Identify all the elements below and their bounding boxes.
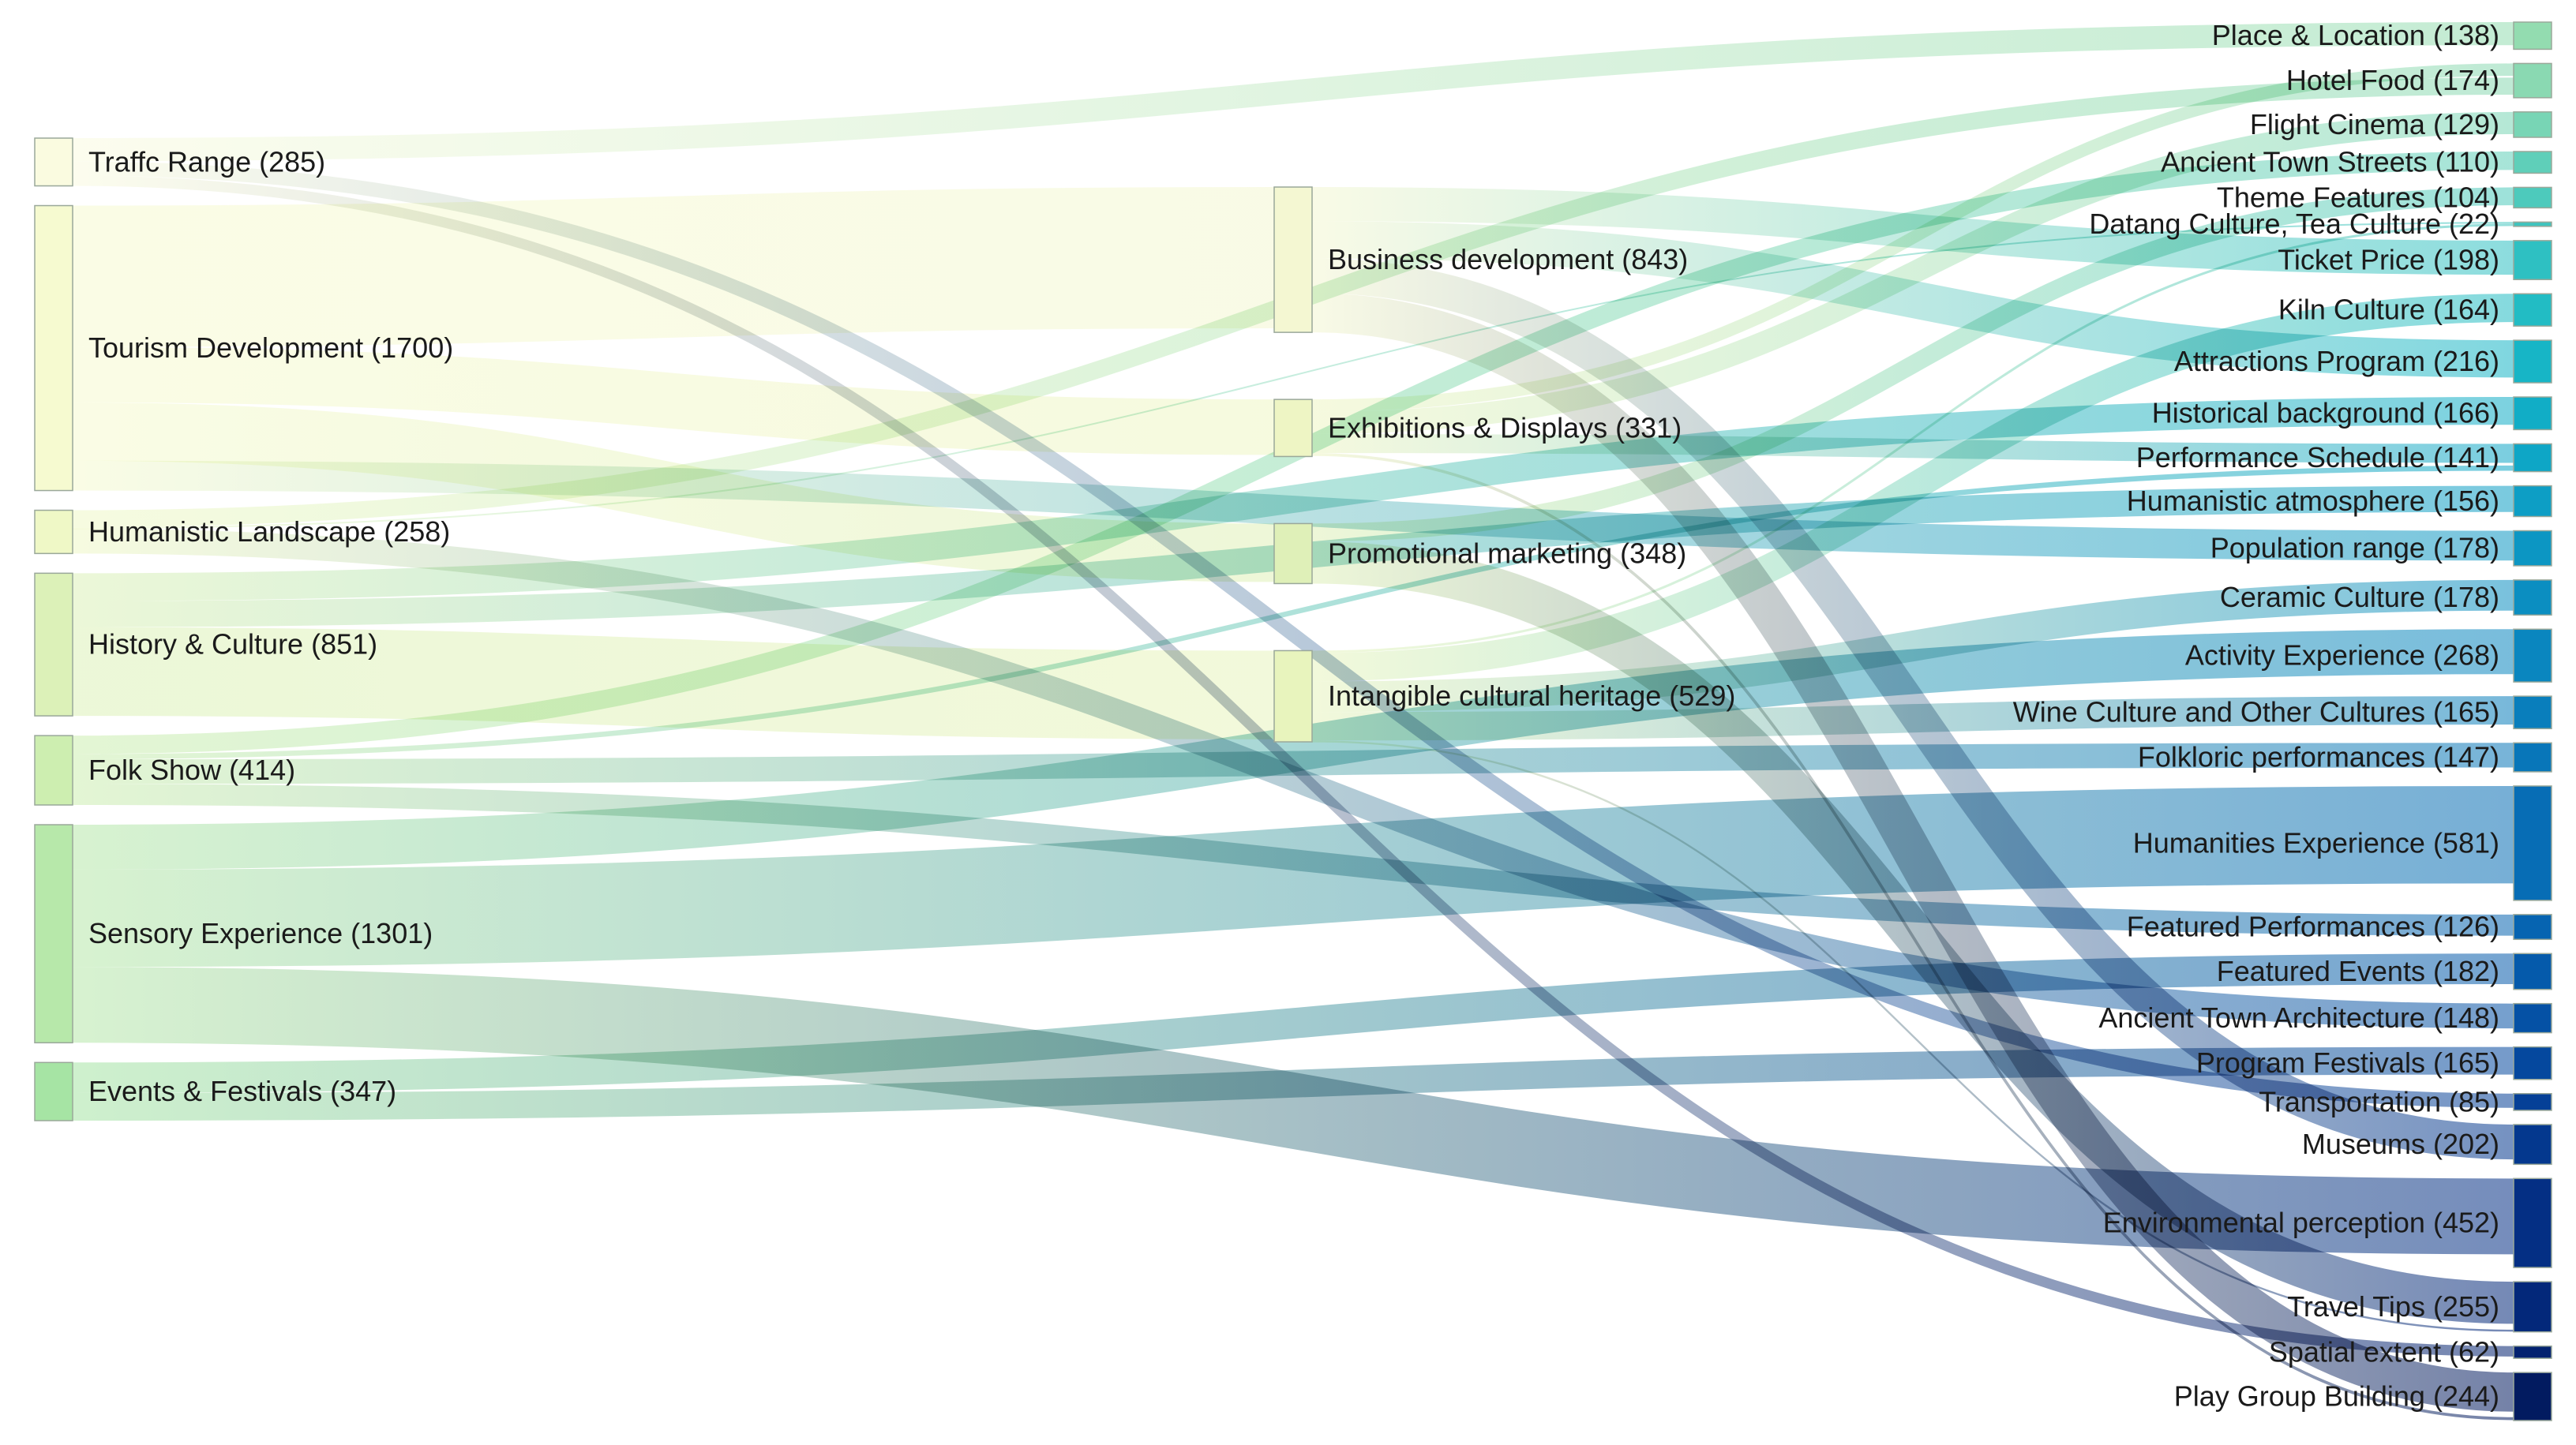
link-intangible-to-traveltips [1311,740,2514,1332]
link-traffic-to-place [72,22,2514,162]
link-promotional-to-theme [1311,187,2514,542]
node-history-culture [34,572,73,717]
node-label-featured-events: Featured Events (182) [2217,955,2499,987]
link-events-to-featuredevents [72,953,2514,1093]
node-ancient-town-streets [2513,151,2552,174]
node-label-sensory-experience: Sensory Experience (1301) [88,917,433,949]
node-label-environmental-perception: Environmental perception (452) [2103,1207,2499,1239]
node-play-group-building [2513,1372,2552,1421]
link-intangible-to-datang [1311,223,2514,653]
node-featured-performances [2513,914,2552,941]
link-tourism-to-business [72,187,1275,347]
node-promotional-marketing [1273,522,1313,585]
node-ceramic-culture [2513,579,2552,616]
node-program-festivals [2513,1046,2552,1080]
node-label-ancient-town-streets: Ancient Town Streets (110) [2161,146,2499,178]
node-traffc-range [34,137,73,187]
node-label-hotel-food: Hotel Food (174) [2286,64,2499,96]
node-theme-features [2513,186,2552,209]
link-exhibitions-to-hotel [1311,63,2514,412]
node-humanistic-atmosphere [2513,485,2552,518]
link-tourism-to-exhibitions [72,346,1275,455]
node-label-intangible-cultural-heritage: Intangible cultural heritage (529) [1328,679,1735,712]
link-intangible-to-wine [1311,696,2514,741]
link-promotional-to-traveltips [1311,541,2514,1324]
node-label-travel-tips: Travel Tips (255) [2287,1290,2499,1323]
node-events-festivals [34,1061,73,1121]
node-flight-cinema [2513,111,2552,138]
node-label-humanities-experience: Humanities Experience (581) [2133,826,2499,859]
link-exhibitions-to-flight [1311,111,2514,435]
link-sensory-to-environment [72,967,2514,1255]
node-historical-background [2513,396,2552,431]
sankey-nodes: Traffc Range (285) Tourism Development (1… [34,19,2552,1421]
link-sensory-to-activity [72,629,2514,870]
node-sensory-experience [34,824,73,1044]
node-transportation [2513,1093,2552,1111]
node-label-business-development: Business development (843) [1328,243,1688,275]
link-folk-to-performance [72,465,2514,760]
node-label-activity-experience: Activity Experience (268) [2185,639,2499,672]
node-label-tourism-development: Tourism Development (1700) [88,331,453,364]
node-wine-culture-and-other-cultures [2513,695,2552,730]
node-population-range [2513,530,2552,567]
node-label-attractions-program: Attractions Program (216) [2174,345,2499,377]
node-label-traffc-range: Traffc Range (285) [88,145,325,178]
node-performance-schedule [2513,443,2552,473]
node-ticket-price [2513,240,2552,280]
node-label-museums: Museums (202) [2302,1128,2499,1160]
link-intangible-to-ceramic [1311,579,2514,713]
node-label-spatial-extent: Spatial extent (62) [2269,1335,2499,1368]
node-label-flight-cinema: Flight Cinema (129) [2250,108,2499,140]
node-label-ancient-town-architecture: Ancient Town Architecture (148) [2098,1001,2499,1034]
node-label-place-location: Place & Location (138) [2212,19,2499,51]
node-folkloric-performances [2513,742,2552,773]
link-exhibitions-to-performance [1311,434,2514,463]
node-intangible-cultural-heritage [1273,650,1313,743]
node-museums [2513,1124,2552,1166]
link-business-to-attractions [1311,221,2514,378]
node-label-exhibitions-displays: Exhibitions & Displays (331) [1328,411,1682,444]
node-tourism-development [34,204,73,492]
node-label-play-group-building: Play Group Building (244) [2174,1380,2499,1413]
node-label-ticket-price: Ticket Price (198) [2278,244,2499,276]
node-travel-tips [2513,1281,2552,1333]
node-spatial-extent [2513,1345,2552,1359]
node-datang-culture-tea-culture [2513,221,2552,227]
node-label-datang-culture-tea-culture: Datang Culture, Tea Culture (22) [2089,208,2499,240]
node-label-population-range: Population range (178) [2210,532,2499,564]
node-label-promotional-marketing: Promotional marketing (348) [1328,537,1686,569]
node-label-wine-culture-and-other-cultures: Wine Culture and Other Cultures (165) [2013,696,2499,728]
node-exhibitions-displays [1273,399,1313,458]
node-environmental-perception [2513,1177,2552,1268]
node-attractions-program [2513,339,2552,384]
node-label-events-festivals: Events & Festivals (347) [88,1075,396,1107]
node-label-performance-schedule: Performance Schedule (141) [2136,441,2499,474]
node-label-humanistic-landscape: Humanistic Landscape (258) [88,515,450,548]
node-hotel-food [2513,62,2552,99]
node-folk-show [34,735,73,806]
node-activity-experience [2513,628,2552,683]
node-label-folkloric-performances: Folkloric performances (147) [2138,741,2499,773]
node-humanistic-landscape [34,509,73,555]
node-label-folk-show: Folk Show (414) [88,754,295,786]
node-kiln-culture [2513,293,2552,327]
node-ancient-town-architecture [2513,1002,2552,1034]
node-humanities-experience [2513,785,2552,901]
node-label-kiln-culture: Kiln Culture (164) [2278,294,2499,326]
node-label-ceramic-culture: Ceramic Culture (178) [2220,581,2499,613]
node-business-development [1273,186,1313,333]
node-label-humanistic-atmosphere: Humanistic atmosphere (156) [2127,485,2499,517]
node-label-theme-features: Theme Features (104) [2217,181,2499,213]
node-label-historical-background: Historical background (166) [2152,397,2499,429]
node-label-program-festivals: Program Festivals (165) [2196,1046,2499,1079]
node-featured-events [2513,953,2552,990]
node-place-location [2513,21,2552,51]
link-intangible-to-kiln [1311,294,2514,682]
node-label-transportation: Transportation (85) [2259,1085,2499,1117]
node-label-featured-performances: Featured Performances (126) [2127,911,2499,943]
node-label-history-culture: History & Culture (851) [88,628,377,661]
